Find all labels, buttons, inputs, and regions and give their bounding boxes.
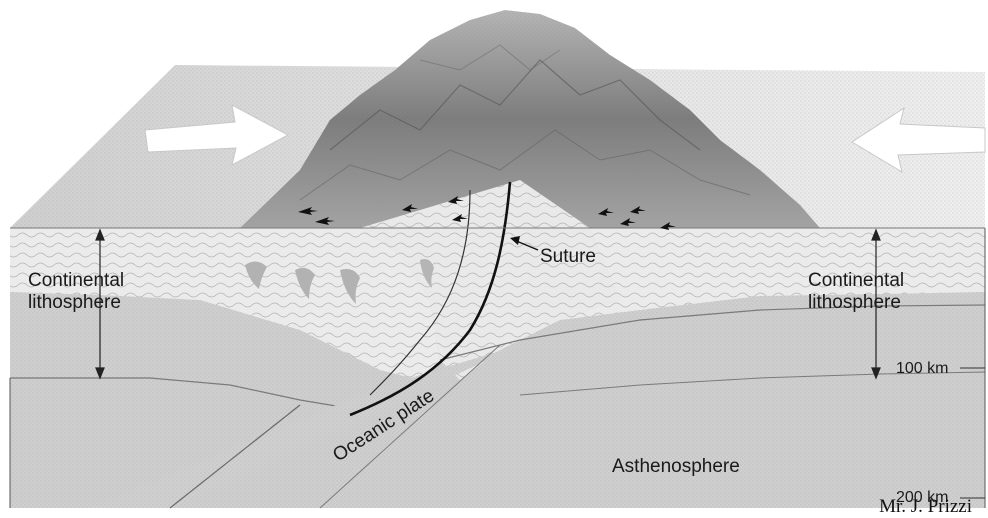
label-continental-right-2: lithosphere	[808, 292, 901, 313]
label-suture: Suture	[540, 246, 596, 267]
front-face	[10, 180, 985, 508]
label-depth-100: 100 km	[896, 360, 948, 377]
label-continental-left-2: lithosphere	[28, 292, 121, 313]
label-asthenosphere: Asthenosphere	[612, 456, 740, 477]
label-continental-right-1: Continental	[808, 270, 904, 291]
author-credit: Mr. J. Prizzi	[879, 496, 972, 518]
label-continental-left-1: Continental	[28, 270, 124, 291]
